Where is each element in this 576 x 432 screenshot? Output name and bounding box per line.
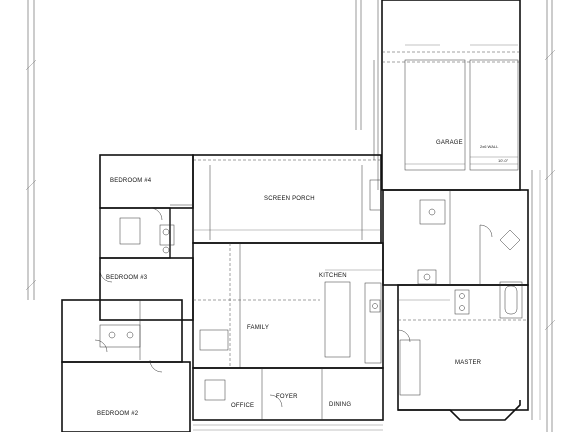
svg-text:10'-0": 10'-0": [498, 158, 509, 163]
room-label-office: OFFICE: [231, 403, 254, 409]
garage-area: 2x6 WALL 10'-0": [373, 0, 521, 191]
svg-text:2x6 WALL: 2x6 WALL: [480, 144, 499, 149]
room-label-bedroom-2: BEDROOM #2: [97, 411, 139, 417]
living-core: [192, 242, 384, 369]
front-rooms: [192, 367, 384, 431]
room-label-garage: GARAGE: [436, 140, 463, 146]
master-wing: [382, 189, 529, 421]
room-label-kitchen: KITCHEN: [319, 273, 347, 279]
dimension-lines: [25, 0, 556, 432]
bedroom-wing: [61, 154, 194, 432]
room-label-bedroom-3: BEDROOM #3: [106, 275, 148, 281]
room-label-screen-porch: SCREEN PORCH: [264, 196, 315, 202]
room-label-dining: DINING: [329, 402, 351, 408]
room-label-master: MASTER: [455, 360, 482, 366]
right-column-lines: [531, 170, 541, 420]
room-label-bedroom-4: BEDROOM #4: [110, 178, 152, 184]
room-label-family: FAMILY: [247, 325, 269, 331]
room-label-foyer: FOYER: [276, 394, 298, 400]
